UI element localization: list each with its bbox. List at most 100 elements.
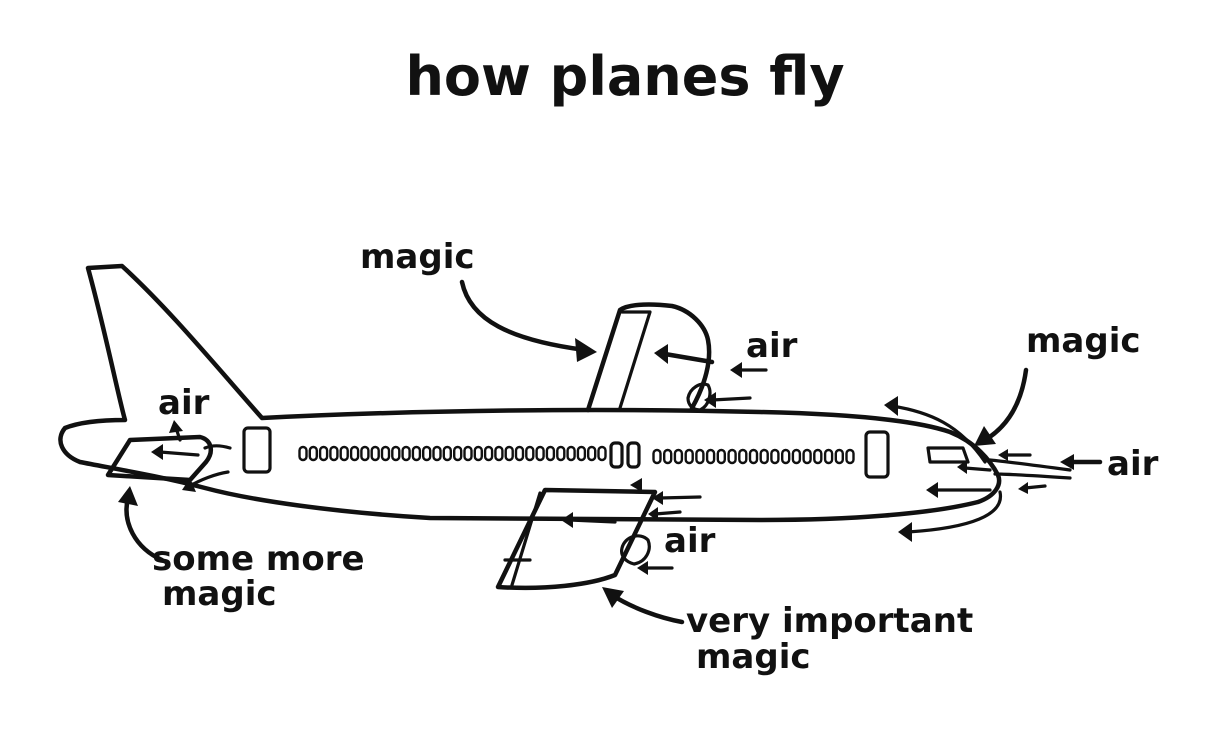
passenger-window (318, 445, 329, 462)
tail-air-stream-1 (203, 444, 232, 450)
air-nose-head (1060, 454, 1074, 470)
passenger-window (442, 445, 452, 462)
passenger-window (494, 445, 504, 462)
passenger-window (473, 445, 483, 462)
air-upper-engine-head (704, 392, 716, 408)
passenger-window (360, 445, 370, 462)
nose-air-bottom-stream (906, 490, 1003, 534)
lower-wing-flap-line (503, 491, 542, 587)
nose-air-top-stream (890, 404, 987, 464)
magic-wing-arrow (459, 279, 588, 353)
passenger-window (738, 448, 748, 465)
air-upper-wing-arrow (662, 351, 715, 365)
overwing-exit-1 (609, 441, 624, 469)
air-nose-stream-2 (993, 472, 1072, 480)
passenger-window (391, 445, 401, 462)
passenger-window (770, 448, 780, 465)
tail-stab-inner-head (151, 444, 163, 460)
lower-wing-inner-head (561, 512, 573, 528)
label-magic-wing: magic (360, 237, 475, 277)
passenger-window (298, 445, 308, 462)
passenger-window (781, 448, 791, 465)
magic-nose-head (974, 426, 996, 446)
passenger-window (652, 448, 662, 465)
lower-wing-inner-arrow (568, 518, 617, 524)
passenger-window (453, 445, 463, 462)
label-air-lower-wing: air (664, 521, 716, 561)
passenger-window (339, 445, 349, 462)
nose-air-top-head (884, 396, 898, 416)
air-lower-wing-head-3 (637, 561, 648, 575)
label-air-tail: air (158, 383, 210, 423)
passenger-window (587, 445, 597, 462)
passenger-window (422, 445, 432, 462)
tail-air-head-down (182, 478, 196, 492)
horizontal-stabilizer (105, 434, 214, 483)
passenger-window (329, 445, 339, 462)
inner-nose-head-1 (926, 482, 938, 498)
passenger-window (432, 445, 442, 462)
passenger-window (514, 445, 525, 462)
passenger-window (545, 445, 556, 462)
passenger-window (673, 448, 684, 465)
magic-wing-arrowhead (575, 338, 597, 362)
passenger-window (308, 445, 318, 462)
passenger-window (748, 448, 759, 465)
cockpit-window (926, 446, 970, 464)
passenger-window (566, 445, 576, 462)
passenger-window (834, 448, 844, 465)
air-lower-wing-head-1 (652, 491, 663, 505)
air-nose-small-head-2 (1018, 482, 1028, 494)
label-very-important-line1: very important (686, 601, 973, 641)
passenger-window (791, 448, 802, 465)
very-important-magic-head (602, 587, 624, 608)
passenger-window (597, 445, 607, 462)
upper-wing-flap-line (618, 310, 652, 410)
passenger-window (535, 445, 545, 462)
passenger-window (759, 448, 769, 465)
passenger-window (556, 445, 566, 462)
passenger-window (684, 448, 694, 465)
passenger-window (802, 448, 812, 465)
passenger-window (663, 448, 673, 465)
inner-nose-arrow-2 (963, 466, 992, 472)
passenger-window (370, 445, 380, 462)
lower-wing (495, 487, 658, 591)
some-more-magic-arrow (124, 495, 165, 563)
label-very-important-line2: magic (696, 637, 811, 677)
passenger-window (483, 445, 494, 462)
passenger-windows-front (652, 448, 855, 465)
air-lower-wing-arrow-1 (658, 495, 702, 500)
rear-door (242, 426, 272, 474)
magic-nose-arrow (982, 367, 1029, 443)
passenger-window (727, 448, 737, 465)
very-important-magic-arrow (609, 592, 685, 625)
diagram-title: how planes fly (405, 45, 844, 108)
nose-air-bottom-head (898, 522, 912, 542)
passenger-window (716, 448, 726, 465)
passenger-window (401, 445, 411, 462)
air-upper-wing-head (654, 344, 668, 364)
label-magic-nose: magic (1026, 321, 1141, 361)
air-upper-wing-head-2 (730, 362, 742, 378)
passenger-window (349, 445, 360, 462)
air-lower-wing-head-2 (648, 507, 658, 521)
passenger-window (823, 448, 834, 465)
passenger-window (576, 445, 587, 462)
label-some-more-line2: magic (162, 574, 277, 614)
tail-stab-inner-arrow (158, 450, 200, 457)
passenger-window (813, 448, 823, 465)
labels: magic air magic air air air some more ma… (152, 237, 1159, 677)
label-some-more-line1: some more (152, 539, 365, 579)
passenger-window (504, 445, 514, 462)
air-nose-small-arrow-2 (1023, 484, 1047, 490)
label-air-upper-wing: air (746, 326, 798, 366)
upper-wing (585, 302, 712, 413)
passenger-windows-rear (298, 445, 607, 462)
passenger-window (525, 445, 535, 462)
overwing-exit-2 (626, 441, 641, 469)
air-lower-wing-head-4 (630, 478, 642, 492)
passenger-window (845, 448, 855, 465)
passenger-window (695, 448, 705, 465)
